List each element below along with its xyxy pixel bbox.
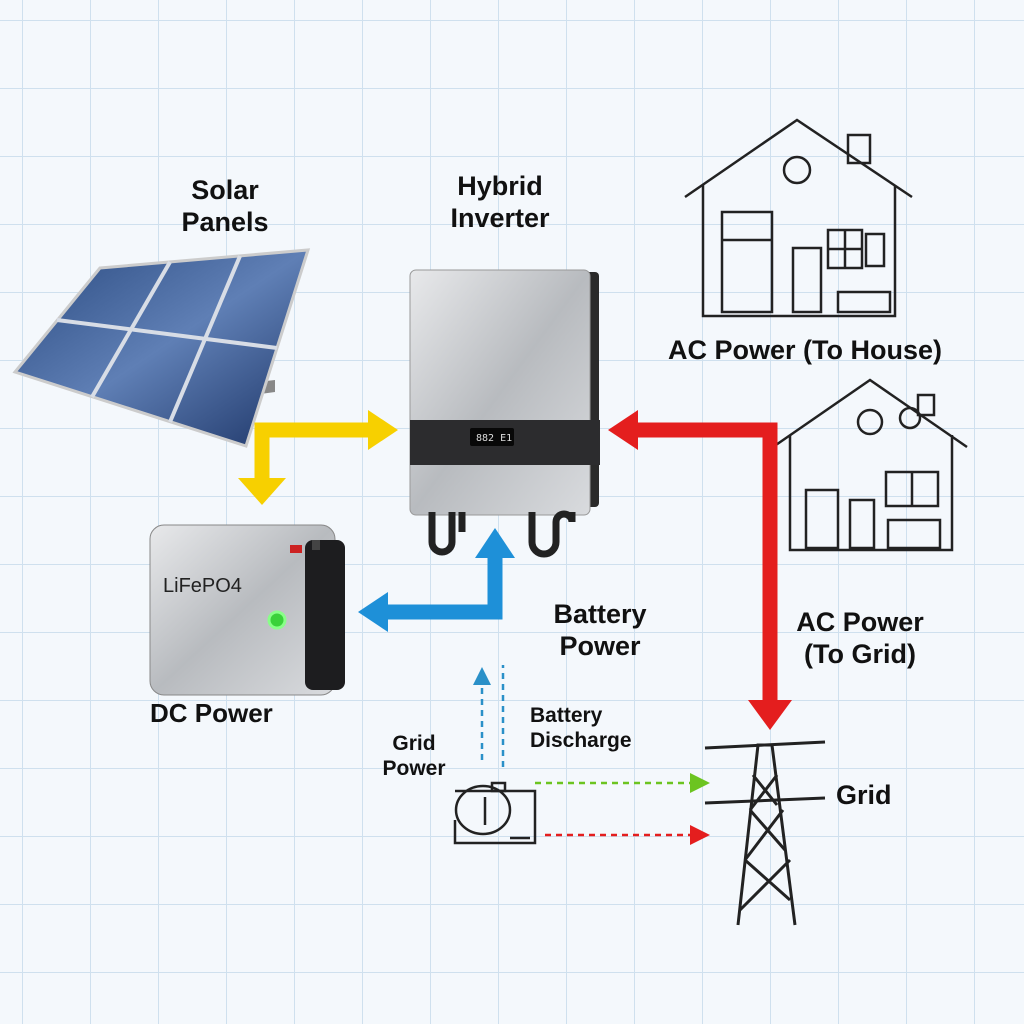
dashed-flow-arrows — [473, 665, 710, 845]
battery-power-line1: Battery — [553, 599, 647, 629]
battery-brand-label: LiFePO4 — [163, 575, 242, 597]
solar-flow-arrow — [238, 410, 398, 505]
solar-panel-array — [12, 248, 311, 448]
solar-label-line2: Panels — [181, 207, 269, 238]
ac-grid-line1: AC Power — [796, 607, 924, 637]
grid-power-line2: Power — [382, 757, 446, 781]
dc-power-label: DC Power — [150, 698, 273, 728]
battery-flow-arrow — [358, 528, 515, 632]
transmission-tower-icon — [704, 740, 826, 926]
generator-icon — [453, 781, 537, 845]
hybrid-inverter-unit: 882 E1 — [409, 269, 600, 558]
house-icon-bottom — [772, 378, 968, 552]
ac-grid-line2: (To Grid) — [804, 639, 916, 670]
lifepo4-battery — [149, 524, 345, 696]
inverter-label-line1: Hybrid — [457, 171, 543, 201]
ac-power-house-label: AC Power (To House) — [668, 335, 943, 365]
ac-power-grid-label: AC Power(To Grid) — [785, 606, 935, 671]
grid-power-line1: Grid — [392, 732, 436, 755]
inverter-label-line2: Inverter — [450, 203, 550, 234]
house-icon-top — [684, 118, 913, 318]
grid-label: Grid — [836, 780, 892, 810]
battery-power-line2: Power — [559, 631, 641, 662]
battery-discharge-line2: Discharge — [530, 729, 632, 753]
inverter-display: 882 E1 — [476, 433, 512, 444]
ac-flow-arrow — [608, 410, 792, 730]
solar-label-line1: Solar — [191, 175, 259, 205]
battery-discharge-line1: Battery — [530, 704, 603, 727]
